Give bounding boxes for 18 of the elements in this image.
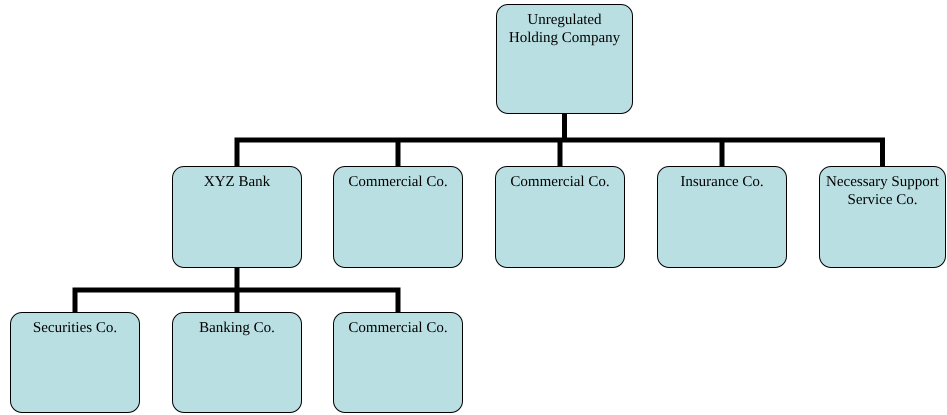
company-name: Banking Co. [198,319,276,337]
company-name: Unregulated Holding Company [508,11,622,47]
company-name: Commercial Co. [347,173,449,191]
company-box [10,312,140,413]
company-box [495,166,625,268]
company-box [172,166,302,268]
company-name: Insurance Co. [679,173,765,191]
company-box [333,312,463,413]
company-name: Securities Co. [32,319,118,337]
company-box [496,4,633,114]
company-box [819,166,946,268]
company-name: Necessary Support Service Co. [825,173,940,209]
company-box [333,166,463,268]
company-name: Commercial Co. [509,173,611,191]
company-box [657,166,787,268]
company-name: Commercial Co. [347,319,449,337]
company-box [172,312,302,413]
company-name: XYZ Bank [202,173,272,191]
